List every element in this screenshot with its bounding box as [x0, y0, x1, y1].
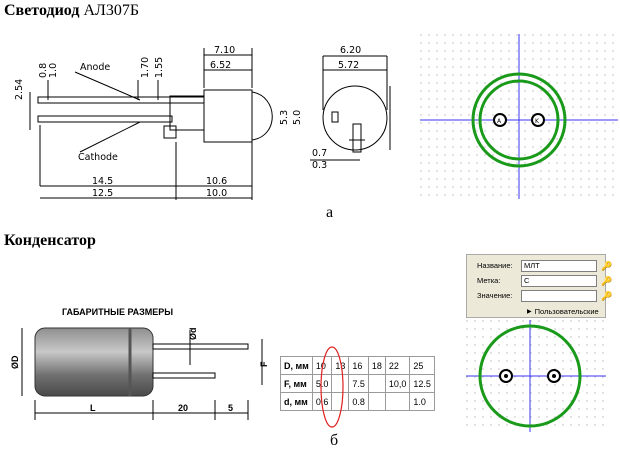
capacitor-drawing: ГАБАРИТНЫЕ РАЗМЕРЫ ØD Ød F L 20 5: [10, 307, 269, 420]
cap-outline-ring: [478, 324, 582, 428]
user-button-label: Пользовательские: [534, 307, 599, 316]
capacitor-footprint: [466, 320, 606, 432]
dim-2-54: 2.54: [14, 79, 25, 100]
dims-table: D, мм 10 13 16 18 22 25 F, мм 5.0 7.5 10…: [280, 356, 435, 411]
dim-5: 5: [228, 403, 233, 413]
anode-label: Anode: [80, 62, 110, 73]
dim-d: Ød: [188, 328, 198, 341]
table-cell: 22: [384, 356, 411, 375]
dim-6-52: 6.52: [210, 60, 231, 71]
caption-b: б: [330, 432, 339, 449]
table-cell: 10,0: [384, 374, 411, 393]
dims-title: ГАБАРИТНЫЕ РАЗМЕРЫ: [62, 307, 173, 317]
key-icon[interactable]: 🔑: [601, 260, 613, 271]
dim-0-8: 0.8: [38, 63, 49, 78]
dim-7-10: 7.10: [214, 45, 235, 56]
footprint-outer-ring: [471, 72, 567, 168]
user-button[interactable]: ▶ Пользовательские: [527, 305, 599, 318]
footprint-inner-ring: [478, 79, 560, 161]
dim-0-3: 0.3: [312, 160, 327, 171]
dim-12-5: 12.5: [92, 188, 113, 199]
table-cell: 25: [409, 356, 435, 375]
capacitor-body: [34, 327, 154, 397]
table-cell: d, мм: [280, 392, 313, 411]
properties-panel: Название: МЛТ 🔑 Метка: C 🔑 Значение: 🔑 ▶…: [466, 254, 612, 318]
led-title-bold: Светодиод: [4, 2, 80, 19]
led-title: Светодиод АЛ307Б: [4, 2, 139, 20]
table-cell: D, мм: [280, 356, 313, 375]
dim-1-70: 1.70: [140, 57, 151, 78]
play-icon: ▶: [527, 309, 532, 315]
pin-k-label: K: [535, 118, 540, 125]
dim-5-72: 5.72: [338, 60, 359, 71]
led-drawing: 2.54 0.8 1.0 1.70 1.55 7.10 6.52 6.20 5.…: [14, 45, 391, 200]
table-row: d, мм 0.6 0.8 1.0: [280, 392, 435, 411]
highlight-ellipse: [320, 346, 344, 428]
tag-field[interactable]: C: [521, 274, 597, 287]
led-title-model: АЛ307Б: [83, 2, 140, 19]
dim-D: ØD: [10, 355, 20, 369]
table-cell: 18: [367, 356, 386, 375]
tag-label: Метка:: [477, 276, 501, 285]
name-label: Название:: [477, 261, 513, 270]
dim-10-6: 10.6: [206, 176, 227, 187]
table-cell: [367, 392, 386, 411]
table-cell: F, мм: [280, 374, 313, 393]
table-row: D, мм 10 13 16 18 22 25: [280, 356, 435, 375]
tag-row: Метка: C 🔑: [477, 274, 613, 287]
name-field[interactable]: МЛТ: [521, 259, 597, 272]
table-cell: 12.5: [409, 374, 435, 393]
dim-20: 20: [178, 403, 188, 413]
table-row: F, мм 5.0 7.5 10,0 12.5: [280, 374, 435, 393]
value-label: Значение:: [477, 291, 513, 300]
cathode-label: Cathode: [78, 152, 118, 163]
dim-6-20: 6.20: [340, 45, 361, 56]
name-row: Название: МЛТ 🔑: [477, 259, 613, 272]
dim-5-0: 5.0: [292, 110, 303, 125]
key-icon[interactable]: 🔑: [601, 275, 613, 286]
dim-14-5: 14.5: [92, 176, 113, 187]
footprint-pad-a: [493, 113, 507, 127]
caption-a: а: [326, 204, 334, 221]
led-footprint: A K: [420, 34, 618, 199]
dim-1-0: 1.0: [48, 63, 59, 78]
table-cell: [367, 374, 386, 393]
dim-1-55: 1.55: [154, 57, 165, 78]
dim-0-7: 0.7: [312, 148, 327, 159]
capacitor-title: Конденсатор: [4, 232, 96, 249]
footprint-pad-k: [531, 113, 545, 127]
dim-10-0: 10.0: [206, 188, 227, 199]
value-row: Значение: 🔑: [477, 289, 613, 302]
pin-a-label: A: [497, 118, 502, 125]
table-cell: [384, 392, 411, 411]
dim-5-3: 5.3: [279, 110, 290, 125]
table-cell: [331, 392, 350, 411]
value-field[interactable]: [521, 289, 597, 302]
key-icon[interactable]: 🔑: [601, 290, 613, 301]
dim-L: L: [90, 403, 96, 413]
table-cell: 1.0: [409, 392, 435, 411]
dim-F: F: [259, 361, 269, 367]
